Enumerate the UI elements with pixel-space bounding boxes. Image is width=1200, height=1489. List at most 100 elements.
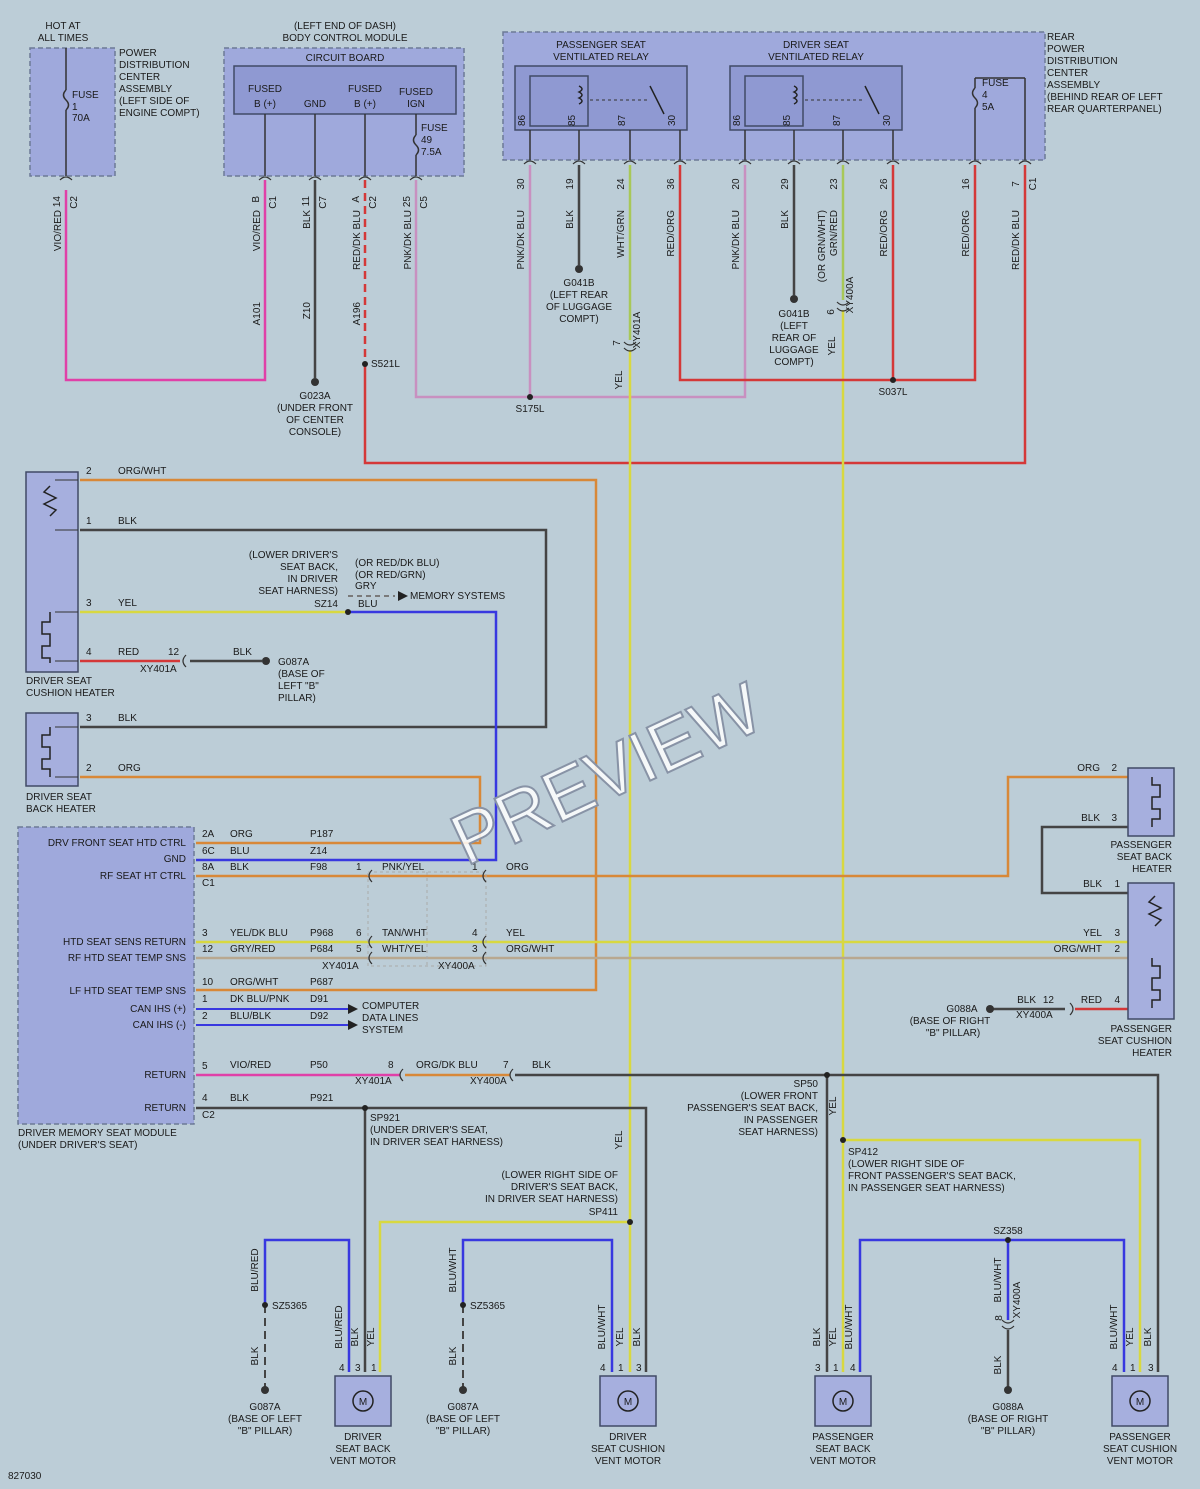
wire-blk-pass-heater	[1040, 825, 1128, 895]
svg-text:(BEHIND REAR OF LEFT: (BEHIND REAR OF LEFT	[1047, 92, 1163, 103]
svg-text:(UNDER DRIVER'S SEAT,: (UNDER DRIVER'S SEAT,	[370, 1125, 488, 1136]
svg-text:BLU/WHT: BLU/WHT	[597, 1305, 608, 1350]
ground-icon	[575, 265, 583, 273]
svg-text:SEAT BACK,: SEAT BACK,	[280, 562, 338, 573]
splice-sp411	[627, 1219, 633, 1225]
svg-text:YEL: YEL	[828, 1327, 839, 1346]
svg-text:4: 4	[850, 1363, 856, 1374]
svg-text:(LOWER FRONT: (LOWER FRONT	[741, 1091, 818, 1102]
svg-text:XY400A: XY400A	[470, 1076, 507, 1087]
svg-text:B (+): B (+)	[354, 99, 376, 110]
svg-text:(BASE OF RIGHT: (BASE OF RIGHT	[910, 1016, 991, 1027]
svg-text:ORG/DK BLU: ORG/DK BLU	[416, 1060, 478, 1071]
svg-text:VENTILATED RELAY: VENTILATED RELAY	[553, 52, 649, 63]
arrow-icon	[398, 591, 408, 601]
svg-text:VIO/RED: VIO/RED	[252, 210, 263, 251]
svg-text:G088A: G088A	[992, 1402, 1023, 1413]
svg-text:GRY: GRY	[355, 581, 377, 592]
svg-text:DRIVER SEAT: DRIVER SEAT	[26, 676, 92, 687]
relay-switch-icon	[864, 85, 880, 115]
svg-text:YEL: YEL	[615, 1327, 626, 1346]
svg-text:GND: GND	[164, 854, 186, 865]
svg-text:3: 3	[86, 713, 92, 724]
svg-text:2: 2	[86, 763, 92, 774]
svg-text:5: 5	[202, 1061, 208, 1072]
svg-text:OF CENTER: OF CENTER	[286, 415, 344, 426]
svg-text:3: 3	[636, 1363, 642, 1374]
svg-text:XY400A: XY400A	[845, 276, 856, 313]
pass-relay-title: PASSENGER SEAT	[556, 40, 646, 51]
svg-text:VENT MOTOR: VENT MOTOR	[810, 1456, 876, 1467]
svg-text:3: 3	[1114, 928, 1120, 939]
hot-at-label: HOT AT	[45, 21, 80, 32]
splice-s521l	[362, 361, 368, 367]
passenger-seat-cushion-heater: 1 BLK 3 YEL 2 ORG/WHT 4 RED 12 XY400A BL…	[910, 879, 1175, 1059]
svg-text:6C: 6C	[202, 846, 215, 857]
svg-text:BLK: BLK	[230, 1093, 249, 1104]
svg-text:1: 1	[86, 516, 92, 527]
svg-text:PNK/DK BLU: PNK/DK BLU	[731, 210, 742, 269]
svg-text:30: 30	[882, 114, 893, 126]
all-times-label: ALL TIMES	[38, 33, 89, 44]
bcm-location: (LEFT END OF DASH)	[294, 21, 396, 32]
svg-text:ENGINE COMPT): ENGINE COMPT)	[119, 108, 200, 119]
svg-text:BLU/WHT: BLU/WHT	[844, 1305, 855, 1350]
svg-text:20: 20	[731, 178, 742, 190]
svg-text:BLU/WHT: BLU/WHT	[448, 1248, 459, 1293]
svg-text:1: 1	[1130, 1363, 1136, 1374]
svg-text:6: 6	[356, 928, 362, 939]
heater-element-icon	[1151, 777, 1161, 827]
svg-text:C2: C2	[368, 196, 379, 209]
svg-text:COMPT): COMPT)	[559, 314, 598, 325]
svg-text:1: 1	[202, 994, 208, 1005]
splice-sz14	[345, 609, 351, 615]
relay-coil-icon	[577, 85, 583, 105]
svg-text:(OR RED/DK BLU): (OR RED/DK BLU)	[355, 558, 439, 569]
svg-text:IN PASSENGER SEAT HARNESS): IN PASSENGER SEAT HARNESS)	[848, 1183, 1005, 1194]
svg-text:BLK: BLK	[250, 1346, 261, 1365]
svg-text:HTD SEAT SENS RETURN: HTD SEAT SENS RETURN	[63, 937, 186, 948]
svg-text:SEAT HARNESS): SEAT HARNESS)	[738, 1127, 818, 1138]
svg-text:BLU/WHT: BLU/WHT	[1109, 1305, 1120, 1350]
svg-text:BLK: BLK	[812, 1327, 823, 1346]
svg-text:"B" PILLAR): "B" PILLAR)	[981, 1426, 1035, 1437]
svg-text:ORG/WHT: ORG/WHT	[1054, 944, 1102, 955]
svg-text:C7: C7	[318, 196, 329, 209]
svg-text:BLK: BLK	[1083, 879, 1102, 890]
svg-text:YEL: YEL	[614, 370, 625, 389]
splice-sp50	[824, 1072, 830, 1078]
svg-text:1: 1	[472, 862, 478, 873]
wires	[64, 165, 1160, 1388]
ground-icon	[790, 295, 798, 303]
svg-text:VENT MOTOR: VENT MOTOR	[595, 1456, 661, 1467]
svg-text:G088A: G088A	[946, 1004, 977, 1015]
svg-text:36: 36	[666, 178, 677, 190]
svg-text:3: 3	[355, 1363, 361, 1374]
svg-text:"B" PILLAR): "B" PILLAR)	[926, 1028, 980, 1039]
fuse-number: 1	[72, 102, 78, 113]
svg-text:19: 19	[565, 178, 576, 190]
svg-text:DK BLU/PNK: DK BLU/PNK	[230, 994, 290, 1005]
splice-sz5365	[262, 1302, 268, 1308]
wire-a196	[363, 165, 1027, 465]
svg-text:BLK: BLK	[448, 1346, 459, 1365]
svg-text:PASSENGER: PASSENGER	[1111, 1024, 1173, 1035]
svg-text:ORG/WHT: ORG/WHT	[230, 977, 278, 988]
svg-text:BLK: BLK	[118, 713, 137, 724]
svg-text:IN DRIVER SEAT HARNESS): IN DRIVER SEAT HARNESS)	[485, 1194, 618, 1205]
svg-text:B: B	[251, 196, 262, 203]
motor-icon	[1129, 1390, 1151, 1412]
svg-text:4: 4	[600, 1363, 606, 1374]
driver-seat-cushion-vent-motor: M 4 1 3 BLU/WHT YEL BLK DRIVER SEAT CUSH…	[591, 1305, 665, 1468]
svg-text:S037L: S037L	[879, 387, 908, 398]
wire-yel-sp412	[843, 1138, 1142, 1372]
svg-text:ASSEMBLY: ASSEMBLY	[119, 84, 172, 95]
svg-text:G087A: G087A	[249, 1402, 280, 1413]
wire-blu-z14	[196, 610, 498, 862]
svg-text:YEL: YEL	[1125, 1327, 1136, 1346]
preview-watermark: PREVIEW	[439, 668, 774, 881]
svg-text:87: 87	[617, 114, 628, 126]
arrow-icon	[348, 1020, 358, 1030]
svg-text:5A: 5A	[982, 102, 995, 113]
svg-text:4: 4	[1112, 1363, 1118, 1374]
